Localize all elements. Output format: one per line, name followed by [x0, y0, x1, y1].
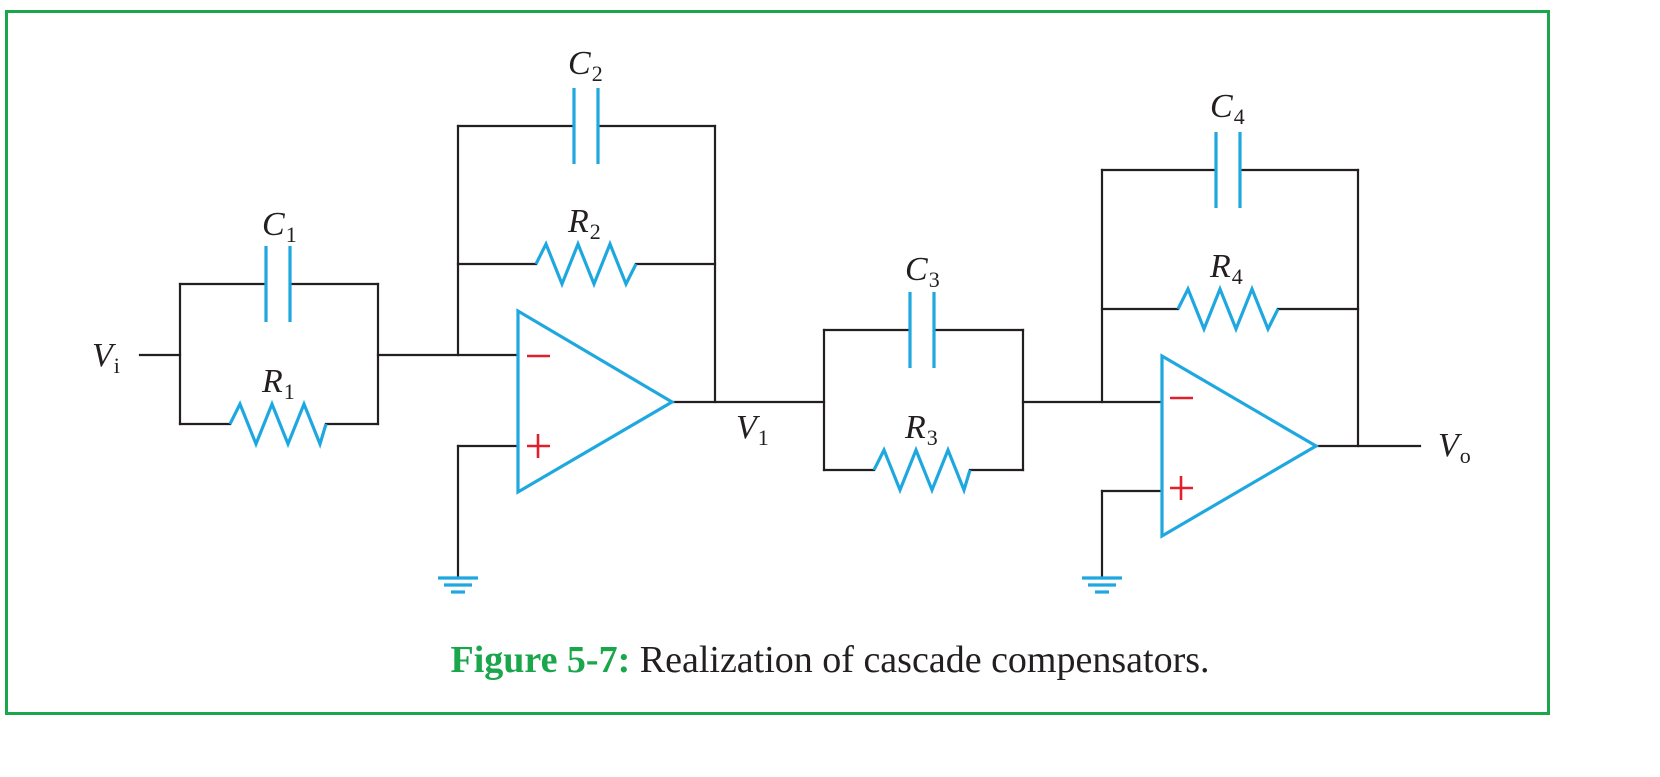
label-c1: C1	[262, 206, 297, 247]
capacitor-c4	[1214, 132, 1242, 208]
label-r3: R3	[904, 409, 938, 450]
label-r1: R1	[261, 363, 295, 404]
figure-frame	[5, 10, 1550, 715]
label-vi: Vi	[92, 337, 120, 378]
figure-label: Figure 5-7:	[450, 639, 631, 681]
resistor-r1	[228, 399, 328, 449]
label-c3: C3	[905, 251, 940, 292]
ground-2-icon	[1082, 576, 1122, 594]
resistor-r4	[1176, 284, 1280, 334]
label-vo: Vo	[1438, 427, 1471, 468]
op-amp-2-plus-sign	[1170, 476, 1193, 500]
figure-caption: Figure 5-7: Realization of cascade compe…	[0, 638, 1660, 682]
label-r2: R2	[567, 203, 601, 244]
capacitor-c3	[908, 292, 936, 368]
figure-caption-text: Realization of cascade compensators.	[639, 639, 1210, 681]
label-c4: C4	[1210, 88, 1245, 129]
capacitor-c1	[264, 246, 292, 322]
ground-1-icon	[438, 576, 478, 594]
label-c2: C2	[568, 45, 603, 86]
label-r4: R4	[1209, 248, 1243, 289]
stage1-wiring	[376, 124, 826, 580]
resistor-r3	[872, 445, 972, 495]
label-v1: V1	[736, 409, 769, 450]
stage2-wiring	[1021, 168, 1422, 580]
c3-r3-network	[822, 328, 1025, 472]
op-amp-1-plus-sign	[527, 434, 550, 458]
capacitor-c2	[572, 88, 600, 164]
op-amp-1	[516, 308, 676, 495]
resistor-r2	[534, 239, 638, 289]
c1-r1-network	[178, 282, 380, 426]
op-amp-2	[1160, 353, 1320, 539]
